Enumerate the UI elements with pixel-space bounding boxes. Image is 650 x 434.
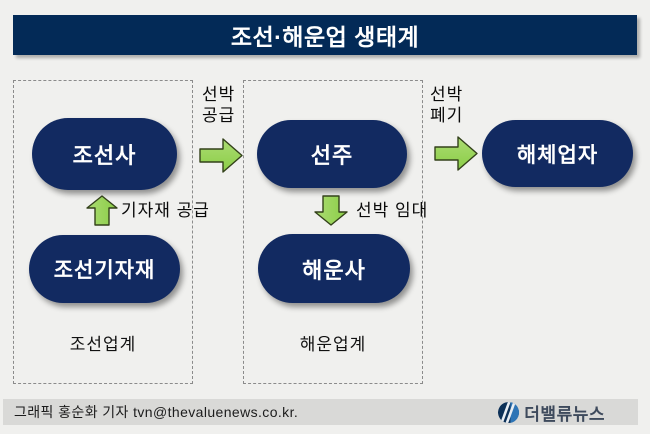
node-ship-equipment: 조선기자재 <box>29 235 180 303</box>
footer-bar: 그래픽 홍순화 기자 tvn@thevaluenews.co.kr. 더밸류뉴스 <box>3 399 638 425</box>
flow-label-equipment-supply: 기자재 공급 <box>121 201 210 220</box>
node-shipowner: 선주 <box>257 120 407 188</box>
node-shipping-company: 해운사 <box>258 234 410 303</box>
node-dismantler: 해체업자 <box>482 120 633 187</box>
arrow-right-ship-disposal-icon <box>434 135 478 177</box>
node-shipbuilder: 조선사 <box>32 118 177 190</box>
flow-label-ship-lease: 선박 임대 <box>356 201 429 220</box>
title-bar: 조선·해운업 생태계 <box>13 15 637 55</box>
flow-label-ship-supply: 선박 공급 <box>202 85 236 125</box>
group-box-shipbuilding: 조선업계 <box>13 80 193 384</box>
arrow-right-ship-supply-icon <box>199 137 243 179</box>
page-title: 조선·해운업 생태계 <box>230 24 420 50</box>
publisher-logo: 더밸류뉴스 <box>497 400 605 425</box>
arrow-up-equipment-supply-icon <box>86 195 118 231</box>
publisher-logo-text: 더밸류뉴스 <box>524 404 605 424</box>
flow-label-ship-disposal: 선박 폐기 <box>430 85 464 125</box>
arrow-down-ship-lease-icon <box>314 195 348 231</box>
credit-text: 그래픽 홍순화 기자 tvn@thevaluenews.co.kr. <box>14 404 299 420</box>
group-box-shipping: 해운업계 <box>243 80 423 384</box>
group-caption-shipbuilding: 조선업계 <box>69 335 137 354</box>
group-caption-shipping: 해운업계 <box>299 335 367 354</box>
thevaluenews-logo-icon <box>497 401 520 424</box>
